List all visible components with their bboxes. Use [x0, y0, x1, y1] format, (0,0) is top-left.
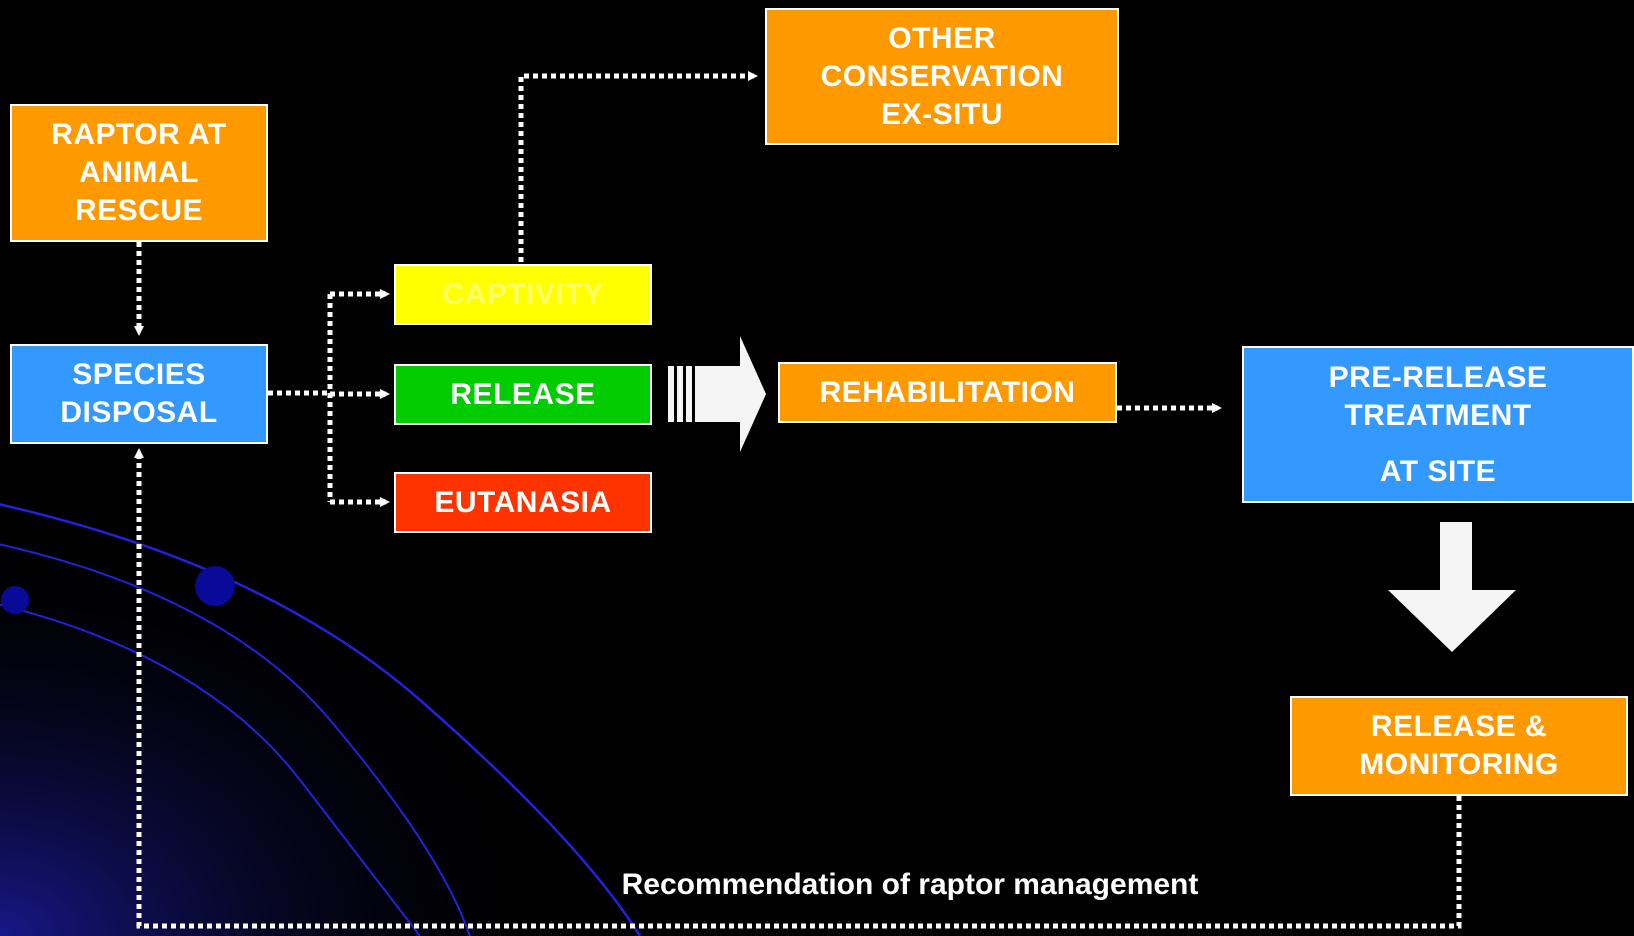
node-pre-release-treatment: PRE-RELEASE TREATMENT AT SITE — [1242, 346, 1634, 503]
node-label: ANIMAL — [79, 156, 199, 189]
node-label: DISPOSAL — [60, 396, 218, 429]
node-species-disposal: SPECIES DISPOSAL — [10, 344, 268, 444]
connector-feedback-loop — [134, 448, 1462, 929]
node-label: TREATMENT — [1344, 398, 1532, 432]
block-arrow-right — [668, 336, 766, 452]
node-label: RAPTOR AT — [51, 118, 227, 151]
node-label: SPECIES — [72, 358, 206, 391]
background-arc — [0, 603, 421, 936]
connector-captivity-to-exsitu — [518, 71, 758, 262]
node-label: MONITORING — [1359, 748, 1559, 781]
node-release-monitoring: RELEASE & MONITORING — [1290, 696, 1628, 796]
background-arc — [0, 543, 471, 936]
node-label: OTHER — [888, 21, 996, 55]
node-label: CONSERVATION — [820, 59, 1064, 93]
background-orb — [195, 566, 235, 606]
background-orb — [1, 586, 29, 614]
node-rehabilitation: REHABILITATION — [778, 362, 1117, 423]
block-arrow-down — [1388, 522, 1516, 652]
node-label: EX-SITU — [881, 97, 1003, 131]
node-label: RESCUE — [74, 194, 204, 227]
node-other-conservation: OTHER CONSERVATION EX-SITU — [765, 8, 1119, 145]
footer-caption: Recommendation of raptor management — [621, 868, 1199, 901]
node-label: RELEASE — [450, 377, 596, 411]
node-label: REHABILITATION — [819, 375, 1076, 409]
node-label: RELEASE & — [1370, 710, 1548, 743]
node-captivity: CAPTIVITY — [394, 264, 652, 325]
node-eutanasia: EUTANASIA — [394, 472, 652, 533]
node-label: PRE-RELEASE — [1328, 360, 1548, 394]
node-label: CAPTIVITY — [442, 277, 604, 311]
node-raptor-at-rescue: RAPTOR AT ANIMAL RESCUE — [10, 104, 268, 242]
background-glow — [0, 480, 620, 936]
node-label: AT SITE — [1379, 454, 1497, 488]
node-label: EUTANASIA — [434, 485, 612, 519]
node-release: RELEASE — [394, 364, 652, 425]
background-arc — [0, 503, 642, 936]
